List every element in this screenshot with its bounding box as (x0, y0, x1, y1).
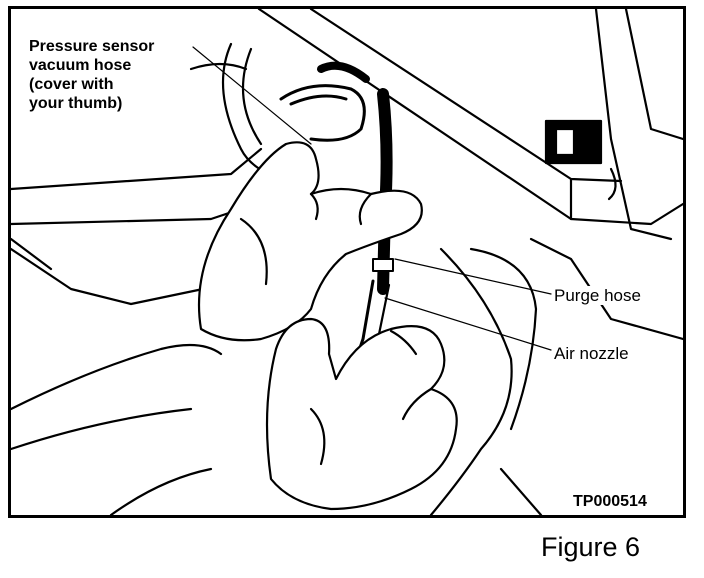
air-nozzle-label: Air nozzle (554, 344, 629, 363)
purge-hose-label: Purge hose (554, 286, 641, 305)
pressure-sensor-line-3: (cover with (29, 76, 114, 93)
lower-hand (265, 317, 458, 511)
leader-air-nozzle (384, 297, 552, 351)
hand-hose-illustration (11, 9, 683, 515)
pressure-sensor-line-4: your thumb) (29, 95, 123, 112)
figure-code: TP000514 (573, 493, 647, 510)
figure-caption: Figure 6 (541, 532, 641, 562)
pressure-sensor-line-1: Pressure sensor (29, 38, 155, 55)
leader-purge-hose (394, 258, 552, 295)
overhead-panel-edge (257, 9, 683, 226)
upper-hand (197, 141, 423, 342)
illustration-frame: Pressure sensor vacuum hose (cover with … (8, 6, 686, 518)
pressure-sensor-label: Pressure sensor vacuum hose (cover with … (29, 37, 155, 113)
leader-pressure-sensor (192, 46, 312, 145)
pressure-sensor-line-2: vacuum hose (29, 57, 132, 74)
